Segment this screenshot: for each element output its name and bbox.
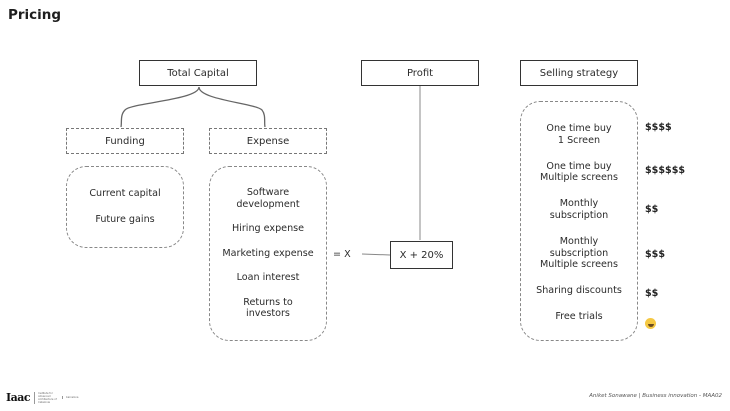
expense-item: Software development	[236, 187, 300, 210]
selling-strategy-items-group: One time buy 1 Screen One time buy Multi…	[520, 101, 638, 341]
funding-item: Future gains	[95, 214, 155, 226]
brace-to-expense	[198, 86, 266, 128]
expense-box: Expense	[209, 128, 327, 154]
strategy-item: One time buy Multiple screens	[539, 160, 619, 184]
strategy-price: $$$$$$	[645, 165, 686, 176]
page-title: Pricing	[8, 7, 62, 23]
strategy-item: Monthly subscription	[549, 198, 609, 221]
strategy-item: One time buy 1 Screen	[546, 123, 612, 146]
profit-label: Profit	[406, 67, 434, 79]
strategy-price: $$	[645, 204, 659, 215]
selling-strategy-label: Selling strategy	[539, 67, 619, 79]
expense-label: Expense	[246, 135, 290, 147]
strategy-item: Sharing discounts	[536, 285, 622, 297]
funding-items-group: Current capital Future gains	[66, 166, 184, 248]
logo-subtext: Institute for Advanced Architecture of C…	[34, 391, 58, 404]
expense-item: Returns to investors	[243, 296, 293, 320]
funding-label: Funding	[105, 135, 145, 147]
selling-strategy-box: Selling strategy	[520, 60, 638, 86]
strategy-item: Monthly subscription Multiple screens	[539, 236, 619, 271]
funding-item: Current capital	[89, 188, 161, 200]
profit-box: Profit	[361, 60, 479, 86]
total-capital-box: Total Capital	[139, 60, 257, 86]
strategy-price: $$$	[645, 249, 666, 260]
funding-box: Funding	[66, 128, 184, 154]
expense-equals-label: = X	[333, 249, 351, 260]
logo-mark: Iaac	[6, 391, 31, 404]
total-capital-label: Total Capital	[167, 67, 229, 79]
grinning-face-emoji-icon	[645, 318, 656, 329]
expense-items-group: Software development Hiring expense Mark…	[209, 166, 327, 341]
brace-to-funding	[120, 86, 200, 128]
strategy-item: Free trials	[555, 311, 603, 323]
footer-credit: Aniket Sonawane | Business innovation - …	[589, 393, 722, 399]
expense-item: Hiring expense	[231, 223, 305, 235]
expense-to-profit-connector	[361, 253, 391, 256]
profit-formula: X + 20%	[399, 249, 444, 261]
strategy-price: $$	[645, 288, 659, 299]
expense-item: Loan interest	[236, 272, 300, 284]
iaac-logo: Iaac Institute for Advanced Architecture…	[6, 391, 78, 404]
expense-item: Marketing expense	[222, 247, 314, 259]
profit-formula-box: X + 20%	[390, 241, 453, 269]
logo-city: barcelona	[62, 396, 78, 399]
strategy-price: $$$$	[645, 122, 672, 133]
